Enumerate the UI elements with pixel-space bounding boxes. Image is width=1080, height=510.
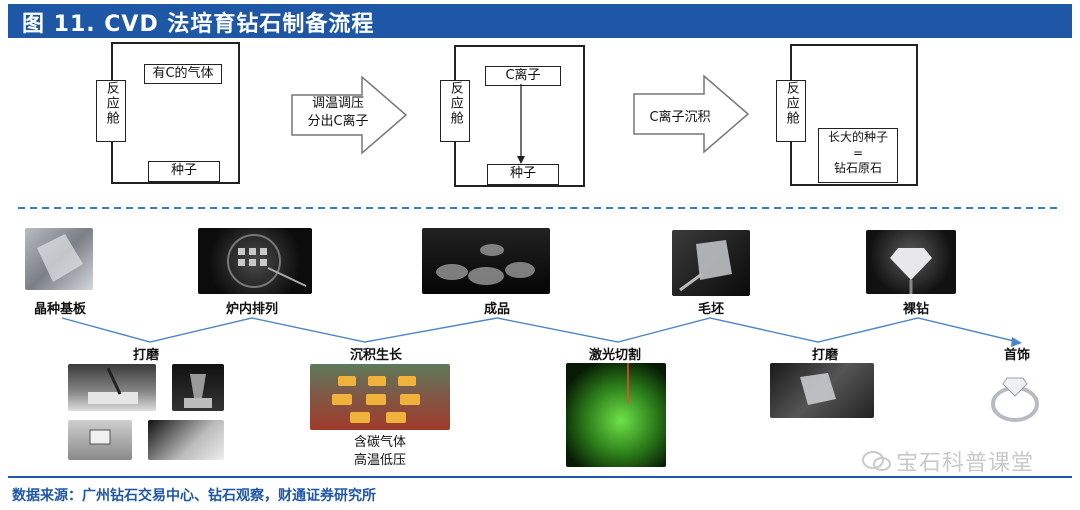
arrow-1-line2: 分出C离子	[307, 113, 369, 129]
gas-label: 有C的气体	[152, 66, 214, 81]
dashed-divider	[18, 207, 1060, 209]
node-seed-substrate: 晶种基板	[33, 302, 87, 317]
down-arrow	[517, 84, 525, 164]
finished-product-photo	[422, 228, 550, 294]
furnace-arrangement-photo	[198, 228, 312, 294]
seed-substrate-photo	[25, 228, 93, 290]
grown-seed-line1: 长大的种子	[827, 130, 888, 144]
deposition-photo	[310, 364, 450, 430]
grown-seed-box: 长大的种子 = 钻石原石	[818, 128, 898, 183]
bottom-rule	[8, 476, 1072, 478]
chamber-label-2: 反应舱	[447, 81, 463, 126]
chamber-side-label-3: 反应舱	[776, 80, 806, 142]
node-furnace-arrangement: 炉内排列	[225, 302, 279, 317]
chamber-side-label-1: 反应舱	[96, 80, 126, 142]
node-finished-product: 成品	[483, 302, 511, 317]
grown-seed-line2: =	[852, 145, 864, 160]
node-loose-diamond: 裸钻	[902, 302, 930, 317]
arrow-2-text: C离子沉积	[649, 110, 711, 125]
deposition-note-line2: 高温低压	[353, 453, 406, 469]
wechat-icon	[862, 450, 892, 478]
node-polishing-2: 打磨	[811, 348, 839, 363]
seed-box-2: 种子	[487, 164, 559, 185]
watermark: 宝石科普课堂	[862, 445, 1034, 478]
jewelry-photo	[985, 364, 1045, 426]
data-source: 数据来源：广州钻石交易中心、钻石观察，财通证券研究所	[12, 488, 376, 504]
node-polishing-1: 打磨	[132, 348, 160, 363]
title-bar: 图 11. CVD 法培育钻石制备流程	[8, 4, 1072, 38]
polishing-photo-b	[172, 364, 224, 411]
grown-seed-line3: 钻石原石	[833, 161, 882, 176]
laser-cutting-photo	[566, 363, 666, 467]
seed-box-1: 种子	[148, 161, 220, 182]
chamber-side-label-2: 反应舱	[440, 80, 470, 142]
process-arrow-1	[291, 75, 408, 155]
arrow-1-line1: 调温调压	[311, 96, 364, 111]
ion-label: C离子	[505, 68, 541, 83]
process-arrow-2	[633, 74, 750, 154]
deposition-note-line1: 含碳气体	[353, 435, 406, 450]
seed-label-2: 种子	[509, 166, 536, 181]
deposition-note: 含碳气体 高温低压	[338, 434, 422, 470]
arrow-1-text: 调温调压 分出C离子	[298, 95, 378, 130]
node-jewelry: 首饰	[1003, 348, 1031, 363]
chamber-label-3: 反应舱	[783, 81, 799, 126]
ion-label-box: C离子	[485, 66, 561, 86]
gas-label-box: 有C的气体	[144, 64, 222, 84]
polishing-photo-a	[68, 364, 156, 411]
polishing-photo-e	[770, 363, 874, 418]
node-laser-cutting: 激光切割	[588, 348, 642, 363]
loose-diamond-photo	[866, 230, 956, 294]
node-deposition-growth: 沉积生长	[349, 348, 403, 363]
polishing-photo-d	[148, 420, 224, 460]
polishing-photo-c	[68, 420, 132, 460]
seed-label-1: 种子	[170, 163, 197, 178]
rough-diamond-photo	[672, 230, 750, 296]
node-rough: 毛坯	[697, 302, 725, 317]
figure-title: 图 11. CVD 法培育钻石制备流程	[22, 12, 375, 37]
watermark-text: 宝石科普课堂	[896, 451, 1035, 476]
chamber-label-1: 反应舱	[103, 81, 119, 126]
